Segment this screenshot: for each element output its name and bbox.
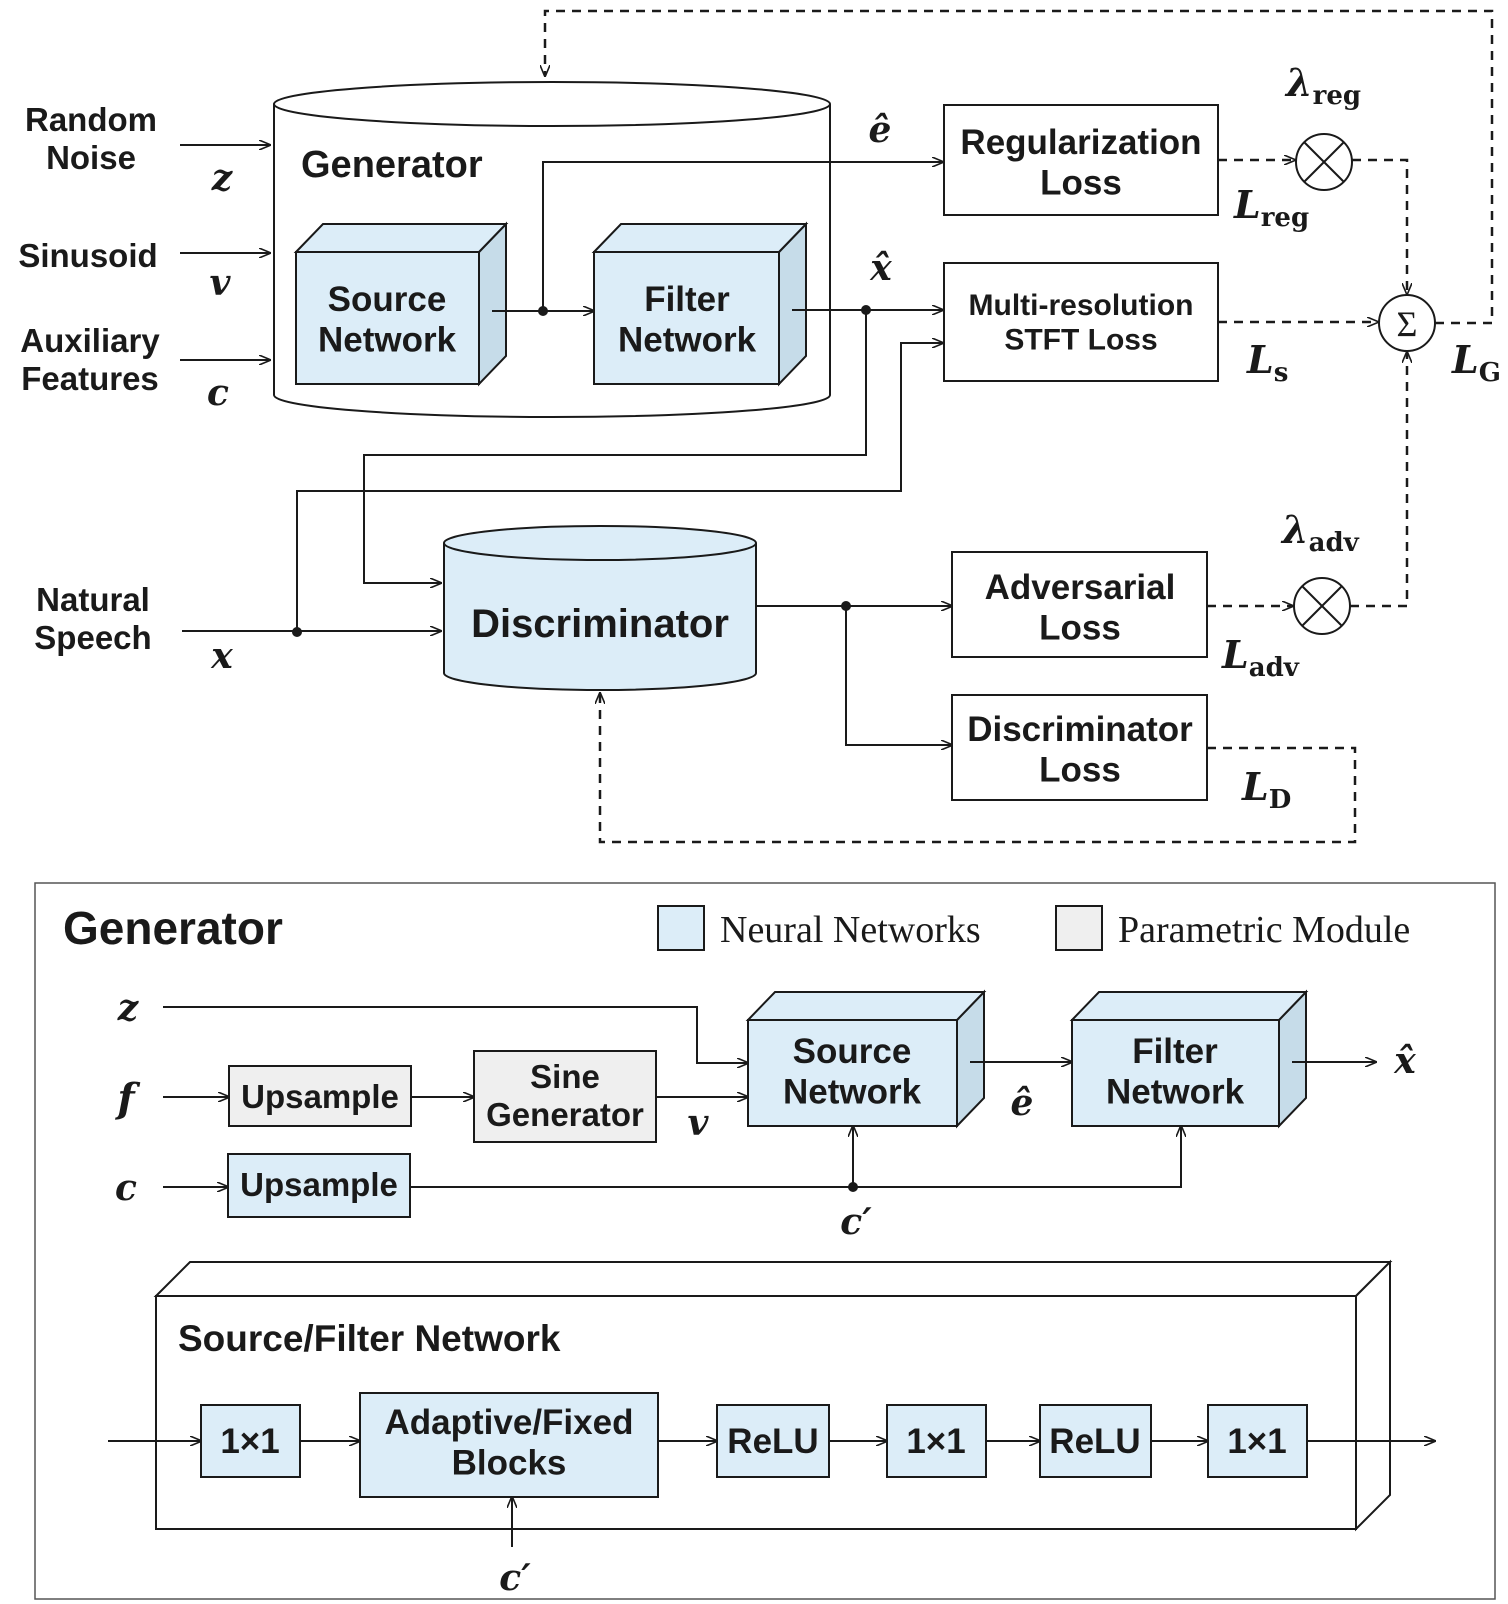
legend-swatch-neural <box>657 905 705 951</box>
detail-c-symbol: c <box>115 1167 137 1209</box>
arrow-x-to-stft-loss <box>296 343 943 632</box>
sf-network-title: Source/Filter Network <box>178 1318 561 1359</box>
multiply-node-reg <box>1295 133 1353 191</box>
sigma-glyph: Σ <box>1397 304 1418 344</box>
arrow-e-hat-to-reg-loss <box>542 162 943 311</box>
multiply-node-adv <box>1293 577 1351 635</box>
sf-network-container: Source/Filter Network <box>153 1259 1393 1532</box>
discriminator-cylinder: Discriminator <box>443 525 757 691</box>
sf-c-prime-symbol: c′ <box>499 1557 531 1599</box>
l-g-symbol: LG <box>1451 337 1501 388</box>
lambda-reg-symbol: λreg <box>1284 60 1361 111</box>
sf-block-conv2-label: 1×1 <box>906 1422 965 1461</box>
detail-z-symbol: z <box>117 987 140 1029</box>
z-symbol: z <box>211 157 234 199</box>
detail-f-symbol: f <box>114 1075 140 1122</box>
detail-c-prime-symbol: c′ <box>840 1201 872 1243</box>
legend-neural-label: Neural Networks <box>720 909 981 951</box>
sf-block-conv1-label: 1×1 <box>220 1422 279 1461</box>
input-sinusoid: Sinusoid v <box>18 237 231 304</box>
detail-arrow-c-prime-to-filter <box>410 1126 1181 1188</box>
legend-swatch-parametric <box>1055 905 1103 951</box>
lambda-adv-symbol: λadv <box>1280 507 1360 558</box>
detail-title: Generator <box>63 902 283 954</box>
v-symbol: v <box>210 262 232 304</box>
detail-arrow-z <box>163 1006 748 1063</box>
detail-junction-c-prime <box>848 1182 858 1192</box>
upsample-c-label: Upsample <box>240 1166 398 1203</box>
legend: Neural Networks Parametric Module <box>657 905 1410 951</box>
dashed-mult-adv-to-sum <box>1350 352 1407 608</box>
x-symbol: x <box>210 635 233 677</box>
l-reg-symbol: Lreg <box>1233 182 1309 233</box>
detail-x-hat-symbol: x̂ <box>1393 1040 1416 1082</box>
l-s-symbol: Ls <box>1246 337 1288 388</box>
e-hat-symbol: ê <box>869 109 892 151</box>
l-d-symbol: LD <box>1241 764 1291 815</box>
dashed-mult-reg-to-sum <box>1352 158 1407 294</box>
sf-block-conv1: 1×1 <box>200 1404 301 1478</box>
upsample-c-block: Upsample <box>227 1153 411 1218</box>
sf-block-relu1: ReLU <box>716 1404 830 1478</box>
upsample-f-label: Upsample <box>241 1078 399 1115</box>
arrow-x-hat-to-discriminator <box>363 310 867 583</box>
sf-block-relu2-label: ReLU <box>1049 1422 1140 1461</box>
arrow-disc-to-disc-loss <box>845 606 952 745</box>
sf-block-conv3: 1×1 <box>1207 1404 1308 1478</box>
sinusoid-label: Sinusoid <box>18 237 157 274</box>
sf-block-conv3-label: 1×1 <box>1227 1422 1286 1461</box>
x-hat-symbol: x̂ <box>869 247 892 289</box>
sf-block-relu2: ReLU <box>1039 1404 1152 1478</box>
c-symbol: c <box>207 372 229 414</box>
sf-block-relu1-label: ReLU <box>727 1422 818 1461</box>
generator-detail-panel <box>34 882 1496 1600</box>
upsample-f-block: Upsample <box>228 1065 412 1127</box>
dashed-lg-feedback-to-generator <box>545 9 1494 325</box>
l-adv-symbol: Ladv <box>1221 632 1300 683</box>
summation-node: Σ <box>1378 294 1436 352</box>
sf-block-conv2: 1×1 <box>886 1404 987 1478</box>
detail-e-hat-symbol: ê <box>1011 1082 1034 1124</box>
legend-parametric-label: Parametric Module <box>1118 909 1410 951</box>
discriminator-title: Discriminator <box>471 602 729 646</box>
generator-title: Generator <box>301 144 483 186</box>
dashed-ld-feedback-to-discriminator <box>600 693 1357 844</box>
detail-v-symbol: v <box>688 1102 710 1144</box>
